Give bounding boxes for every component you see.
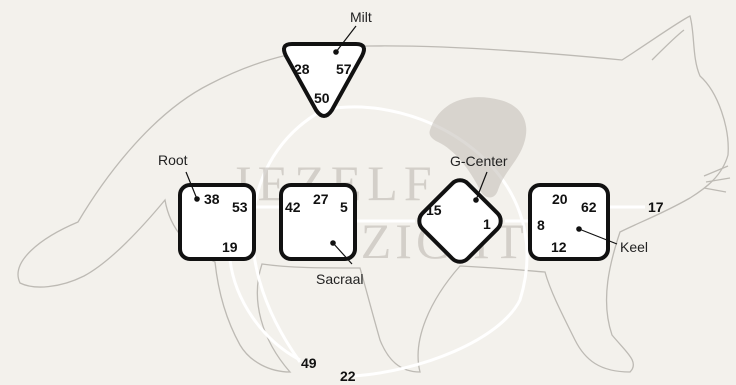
center-keel[interactable]: 20 62 8 12 Keel [528, 183, 648, 261]
gate-38: 38 [204, 191, 220, 207]
gate-17: 17 [648, 199, 664, 215]
label-g-center: G-Center [450, 153, 508, 169]
label-root: Root [158, 152, 188, 168]
horse-logo-icon [429, 97, 527, 198]
center-milt[interactable]: 28 57 50 Milt [282, 9, 372, 118]
gate-57: 57 [336, 61, 352, 77]
channel-arc-right [322, 105, 529, 378]
label-milt: Milt [350, 9, 372, 25]
channel-root-down [228, 259, 301, 362]
gate-22: 22 [340, 368, 356, 384]
gate-27: 27 [313, 191, 329, 207]
gate-62: 62 [581, 199, 597, 215]
channels [228, 105, 645, 378]
gate-8: 8 [537, 217, 545, 233]
center-root[interactable]: 38 53 19 Root [158, 152, 256, 261]
gate-5: 5 [340, 199, 348, 215]
cat-silhouette [17, 15, 729, 373]
gate-42: 42 [285, 199, 301, 215]
gate-50: 50 [314, 90, 330, 106]
gate-28: 28 [294, 61, 310, 77]
gate-19: 19 [222, 239, 238, 255]
gate-20: 20 [552, 191, 568, 207]
gate-15: 15 [426, 202, 442, 218]
cat-ear-line [651, 29, 685, 61]
label-sacraal: Sacraal [316, 271, 363, 287]
gate-49: 49 [301, 355, 317, 371]
cat-whiskers [703, 165, 731, 193]
center-sacraal[interactable]: 42 27 5 Sacraal [279, 183, 363, 287]
gate-53: 53 [232, 199, 248, 215]
gate-1: 1 [483, 216, 491, 232]
label-keel: Keel [620, 239, 648, 255]
center-g-center[interactable]: 15 1 G-Center [415, 153, 508, 266]
gate-12: 12 [551, 239, 567, 255]
